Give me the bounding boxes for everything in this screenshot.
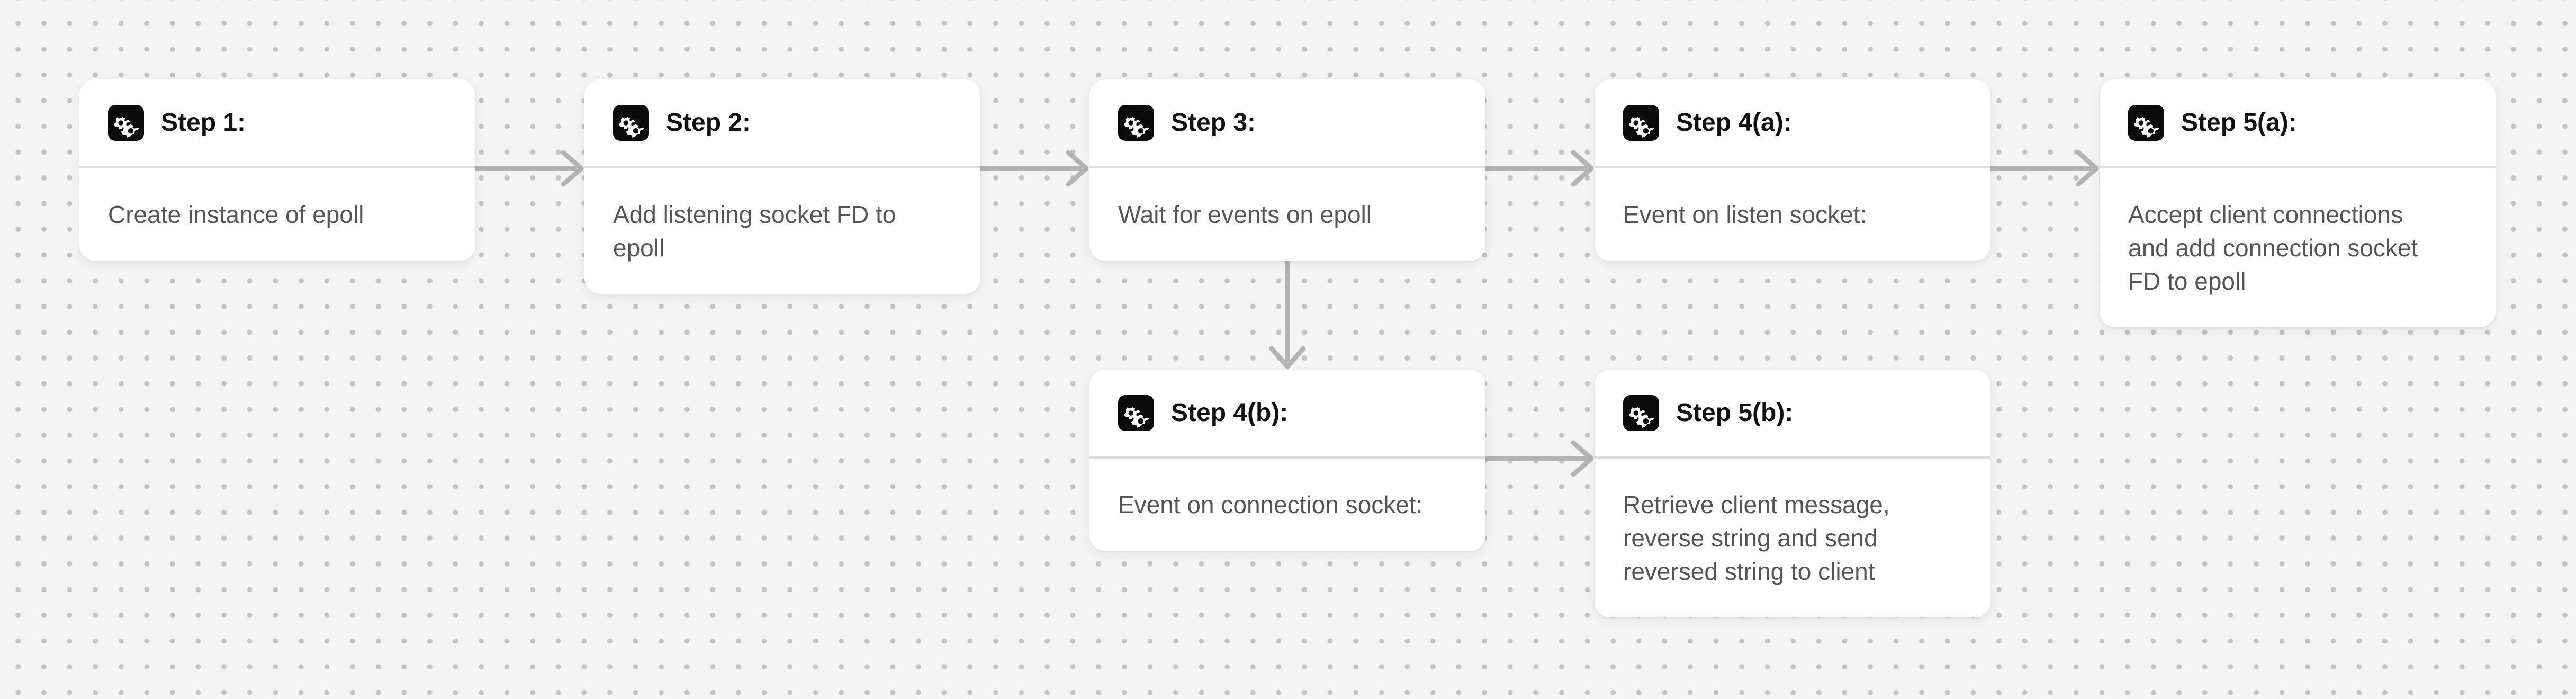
- arrowhead-step3-to-step4b: [1269, 346, 1306, 369]
- gears-icon: [1623, 395, 1659, 431]
- step-3-description: Wait for events on epoll: [1089, 168, 1485, 259]
- step-5a-line-1: Accept client connections: [2128, 201, 2403, 228]
- step-4a-card[interactable]: Step 4(a): Event on listen socket:: [1595, 79, 1990, 261]
- step-4b-title: Step 4(b):: [1171, 399, 1289, 427]
- arrowhead-step4a-to-step5a: [2076, 150, 2099, 187]
- step-5a-header: Step 5(a):: [2100, 79, 2496, 168]
- step-4a-header: Step 4(a):: [1595, 79, 1990, 168]
- step-1-line-1: Create instance of epoll: [108, 201, 364, 228]
- gears-icon: [1623, 104, 1659, 141]
- step-4a-description: Event on listen socket:: [1595, 168, 1990, 259]
- step-3-card[interactable]: Step 3: Wait for events on epoll: [1089, 79, 1485, 261]
- arrowhead-step4b-to-step5b: [1571, 440, 1594, 477]
- step-2-header: Step 2:: [584, 79, 980, 168]
- step-5a-card[interactable]: Step 5(a): Accept client connections and…: [2100, 79, 2496, 327]
- step-3-title: Step 3:: [1171, 109, 1256, 137]
- step-5b-title: Step 5(b):: [1676, 399, 1794, 427]
- step-1-description: Create instance of epoll: [79, 168, 475, 259]
- step-5b-line-2: reverse string and send: [1623, 524, 1878, 552]
- step-2-line-1: Add listening socket FD to: [613, 201, 896, 228]
- step-5b-line-3: reversed string to client: [1623, 558, 1875, 585]
- step-2-description: Add listening socket FD to epoll: [584, 168, 980, 292]
- step-2-line-2: epoll: [613, 234, 665, 262]
- step-4b-header: Step 4(b):: [1089, 370, 1485, 459]
- step-5a-title: Step 5(a):: [2181, 109, 2297, 137]
- step-3-line-1: Wait for events on epoll: [1118, 201, 1372, 228]
- step-5b-header: Step 5(b):: [1595, 370, 1990, 459]
- step-1-header: Step 1:: [79, 79, 475, 168]
- step-5a-line-2: and add connection socket: [2128, 234, 2418, 262]
- step-2-card[interactable]: Step 2: Add listening socket FD to epoll: [584, 79, 980, 294]
- gears-icon: [1118, 104, 1154, 141]
- step-5b-line-1: Retrieve client message,: [1623, 491, 1890, 518]
- step-1-title: Step 1:: [161, 109, 246, 137]
- step-4b-description: Event on connection socket:: [1089, 459, 1485, 549]
- arrowhead-step1-to-step2: [561, 150, 584, 187]
- gears-icon: [2128, 104, 2164, 141]
- step-5a-line-3: FD to epoll: [2128, 267, 2246, 295]
- step-2-title: Step 2:: [666, 109, 751, 137]
- step-4b-card[interactable]: Step 4(b): Event on connection socket:: [1089, 370, 1485, 551]
- arrowhead-step3-to-step4a: [1571, 150, 1594, 187]
- step-3-header: Step 3:: [1089, 79, 1485, 168]
- step-4a-line-1: Event on listen socket:: [1623, 201, 1867, 228]
- arrowhead-step2-to-step3: [1066, 150, 1089, 187]
- step-4a-title: Step 4(a):: [1676, 109, 1792, 137]
- step-5b-card[interactable]: Step 5(b): Retrieve client message, reve…: [1595, 370, 1990, 617]
- step-5a-description: Accept client connections and add connec…: [2100, 168, 2496, 326]
- gears-icon: [613, 104, 649, 141]
- gears-icon: [1118, 395, 1154, 431]
- gears-icon: [108, 104, 144, 141]
- step-5b-description: Retrieve client message, reverse string …: [1595, 459, 1990, 616]
- step-1-card[interactable]: Step 1: Create instance of epoll: [79, 79, 475, 261]
- step-4b-line-1: Event on connection socket:: [1118, 491, 1423, 518]
